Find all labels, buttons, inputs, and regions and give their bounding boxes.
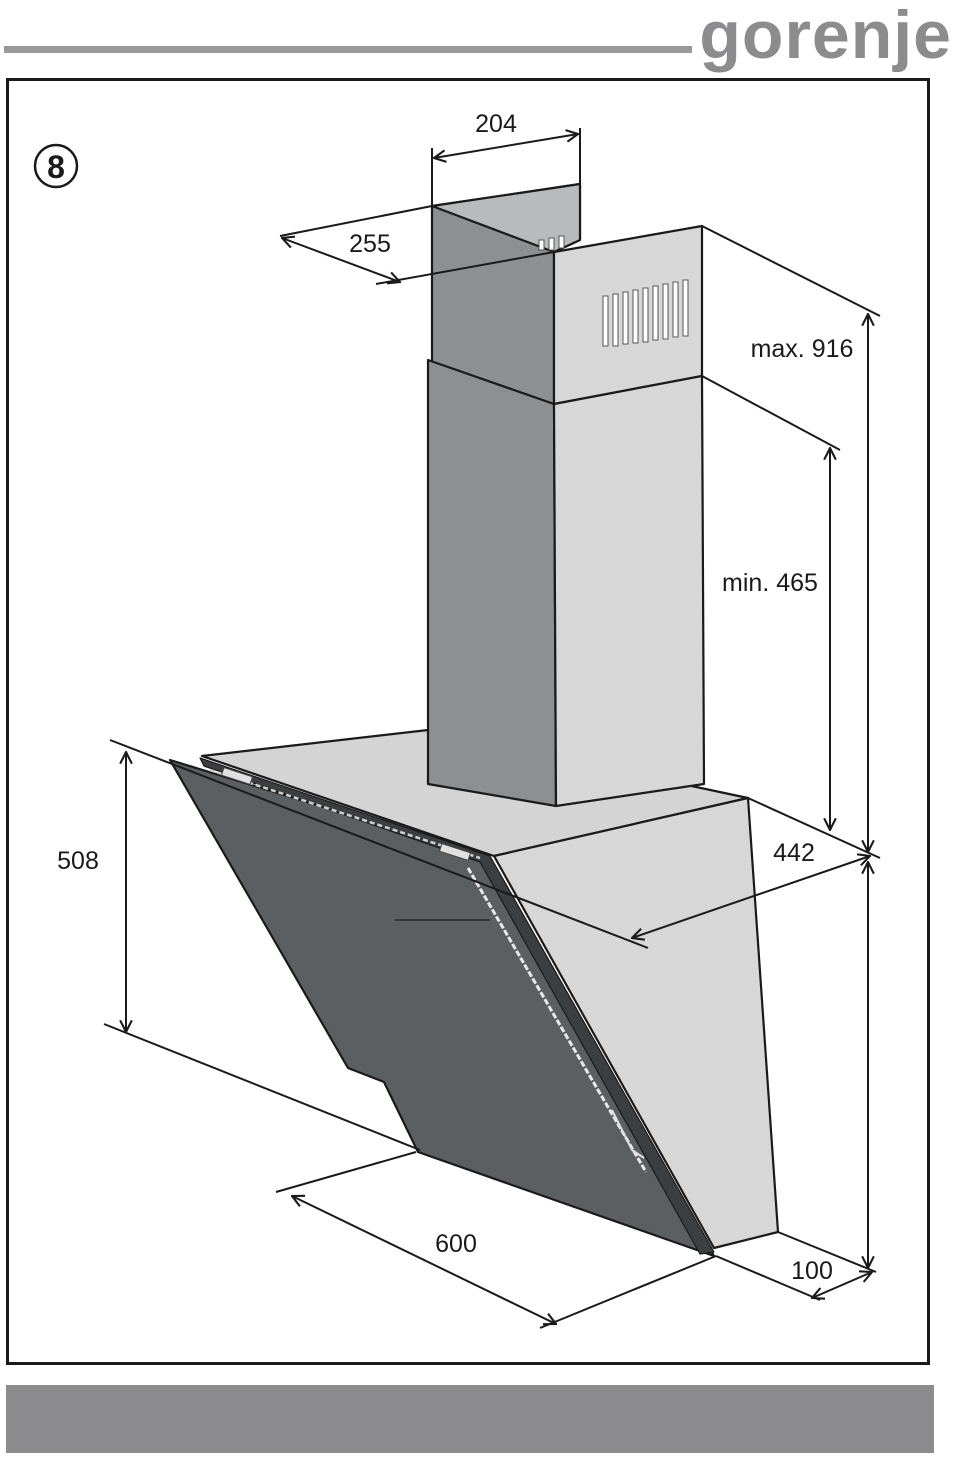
lower-duct-left — [426, 358, 558, 808]
lamp-right — [438, 842, 472, 862]
glass-highlight — [466, 867, 648, 1173]
dim-label-hood-width: 600 — [435, 1230, 477, 1258]
diagram-frame — [6, 78, 930, 1365]
dim-label-max-height: max. 916 — [751, 335, 854, 363]
brand-logo: gorenje — [699, 0, 952, 73]
header-rule — [4, 46, 692, 53]
dim-label-base-height: 100 — [791, 1257, 833, 1285]
figure-number: 8 — [47, 149, 65, 185]
vent-grille — [538, 235, 689, 347]
dim-label-chimney-depth: 255 — [349, 230, 391, 258]
dim-label-glass-height: 508 — [57, 847, 99, 875]
lamp-left — [220, 766, 254, 786]
figure-number-badge: 8 — [33, 143, 79, 189]
dimension-lines — [103, 128, 881, 1329]
dim-label-chimney-width: 204 — [475, 110, 517, 138]
upper-duct-top — [430, 182, 582, 254]
footer-bar — [6, 1385, 934, 1453]
dim-label-min-height: min. 465 — [722, 569, 818, 597]
lower-duct-front — [552, 374, 706, 808]
dim-label-hood-depth: 442 — [773, 839, 815, 867]
hood-body — [168, 728, 780, 1258]
chimney — [426, 182, 706, 808]
glass-edge — [199, 757, 715, 1255]
